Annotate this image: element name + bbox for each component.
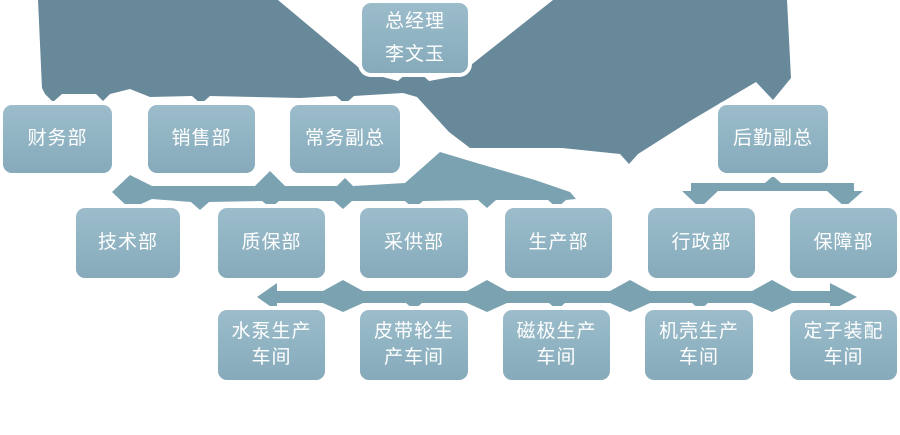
org-node-label: 磁极生产 xyxy=(516,321,597,342)
funnel-connector xyxy=(38,0,791,164)
org-node-label: 定子装配 xyxy=(803,321,884,342)
org-node-label: 财务部 xyxy=(27,128,88,149)
right-ribbon-connector xyxy=(682,176,863,208)
org-node-magnet-workshop: 磁极生产 车间 xyxy=(503,310,610,380)
org-node-label: 李文玉 xyxy=(384,44,445,65)
org-node-label: 常务副总 xyxy=(304,128,385,149)
org-node-label: 生产部 xyxy=(528,232,589,253)
org-node-logistics-deputy: 后勤副总 xyxy=(718,105,828,173)
org-node-pump-workshop: 水泵生产 车间 xyxy=(218,310,325,380)
org-node-casing-workshop: 机壳生产 车间 xyxy=(645,310,753,380)
org-node-label: 质保部 xyxy=(241,232,302,253)
org-node-general-manager: 总经理 李文玉 xyxy=(362,3,468,73)
org-node-support-dept: 保障部 xyxy=(790,208,897,278)
org-node-qa-dept: 质保部 xyxy=(218,208,325,278)
org-node-tech-dept: 技术部 xyxy=(76,208,180,278)
org-node-label: 行政部 xyxy=(671,232,732,253)
org-node-label: 总经理 xyxy=(384,11,445,32)
org-node-label: 车间 xyxy=(251,347,292,368)
bottom-ribbon-connector xyxy=(257,280,857,312)
org-node-pulley-workshop: 皮带轮生 产车间 xyxy=(360,310,468,380)
middle-ribbon-connector xyxy=(112,152,576,210)
org-node-label: 水泵生产 xyxy=(231,321,312,342)
org-node-production-dept: 生产部 xyxy=(505,208,612,278)
org-node-label: 后勤副总 xyxy=(732,128,813,149)
org-node-stator-workshop: 定子装配 车间 xyxy=(790,310,897,380)
org-node-label: 产车间 xyxy=(383,347,444,368)
org-node-executive-deputy: 常务副总 xyxy=(290,105,400,173)
org-node-sales-dept: 销售部 xyxy=(148,105,255,173)
org-node-label: 车间 xyxy=(823,347,864,368)
org-node-label: 技术部 xyxy=(97,232,158,253)
org-node-admin-dept: 行政部 xyxy=(648,208,755,278)
org-node-label: 车间 xyxy=(678,347,719,368)
org-node-label: 销售部 xyxy=(171,128,232,149)
org-node-label: 机壳生产 xyxy=(658,321,739,342)
org-node-label: 车间 xyxy=(536,347,577,368)
org-node-label: 皮带轮生 xyxy=(373,321,454,342)
org-node-label: 采供部 xyxy=(383,232,444,253)
org-node-label: 保障部 xyxy=(813,232,874,253)
org-node-procurement-dept: 采供部 xyxy=(360,208,468,278)
org-node-finance-dept: 财务部 xyxy=(3,105,112,173)
